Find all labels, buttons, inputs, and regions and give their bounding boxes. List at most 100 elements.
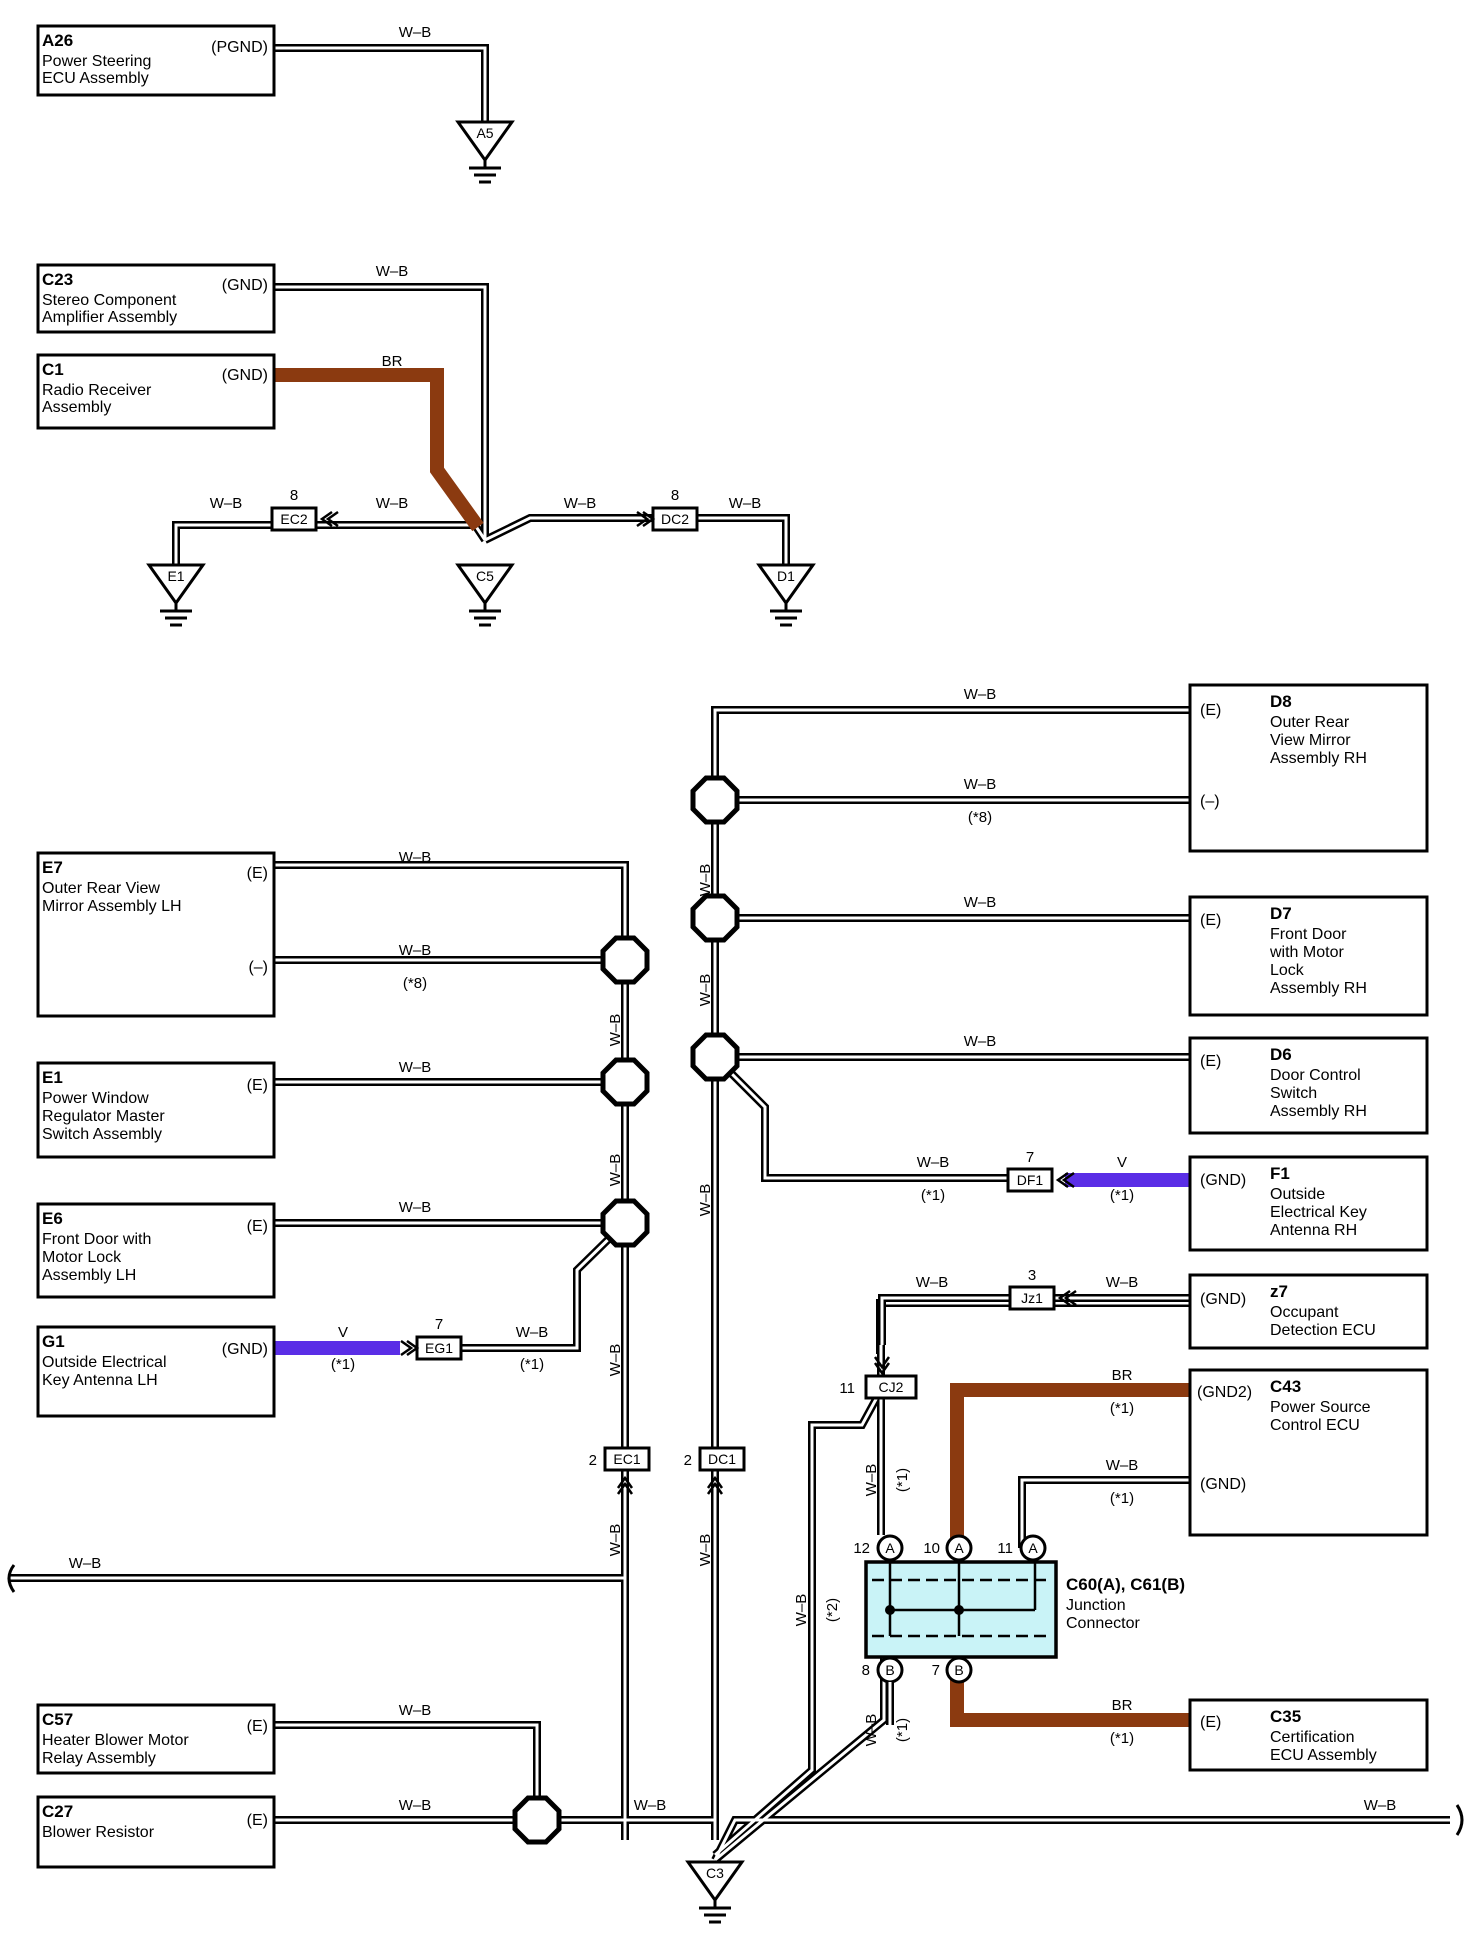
svg-text:D8: D8 [1270, 692, 1292, 711]
svg-text:Front Door with: Front Door with [42, 1231, 151, 1248]
svg-text:W–B: W–B [917, 1154, 950, 1171]
svg-text:8: 8 [290, 487, 298, 504]
svg-text:DF1: DF1 [1017, 1172, 1044, 1188]
svg-text:W–B: W–B [964, 894, 997, 911]
svg-text:with Motor: with Motor [1269, 944, 1344, 961]
ground-c5: C5 [456, 563, 514, 627]
svg-text:W–B: W–B [964, 1033, 997, 1050]
svg-text:12: 12 [853, 1540, 870, 1557]
svg-text:BR: BR [382, 353, 403, 370]
svg-text:(E): (E) [247, 1718, 268, 1735]
svg-text:EC1: EC1 [613, 1451, 640, 1467]
svg-text:Assembly RH: Assembly RH [1270, 750, 1367, 767]
svg-text:A5: A5 [476, 125, 493, 141]
component-c23: C23 Stereo Component Amplifier Assembly … [36, 263, 276, 334]
component-e1: E1 Power Window Regulator Master Switch … [36, 1061, 276, 1159]
svg-text:Junction: Junction [1066, 1597, 1126, 1614]
svg-text:C60(A), C61(B): C60(A), C61(B) [1066, 1575, 1185, 1594]
svg-text:W–B: W–B [399, 849, 432, 866]
svg-text:11: 11 [839, 1380, 855, 1397]
svg-text:W–B: W–B [697, 864, 714, 897]
svg-text:(*1): (*1) [1110, 1400, 1134, 1417]
svg-text:E6: E6 [42, 1209, 63, 1228]
svg-text:Blower Resistor: Blower Resistor [42, 1824, 155, 1841]
svg-text:W–B: W–B [399, 1702, 432, 1719]
svg-text:Power Window: Power Window [42, 1090, 149, 1107]
svg-text:Relay Assembly: Relay Assembly [42, 1750, 156, 1767]
svg-text:W–B: W–B [863, 1464, 880, 1497]
svg-text:(*1): (*1) [894, 1468, 911, 1492]
svg-text:W–B: W–B [399, 1199, 432, 1216]
svg-text:(E): (E) [247, 1077, 268, 1094]
svg-text:Door Control: Door Control [1270, 1067, 1361, 1084]
svg-text:Assembly RH: Assembly RH [1270, 980, 1367, 997]
component-z7: z7 Occupant Detection ECU (GND) [1188, 1273, 1429, 1350]
svg-text:W–B: W–B [399, 24, 432, 41]
svg-text:(*1): (*1) [520, 1356, 544, 1373]
svg-text:(GND): (GND) [222, 277, 268, 294]
svg-text:W–B: W–B [697, 974, 714, 1007]
svg-text:(E): (E) [247, 1812, 268, 1829]
svg-text:C23: C23 [42, 270, 73, 289]
svg-text:W–B: W–B [376, 263, 409, 280]
svg-text:7: 7 [932, 1662, 940, 1679]
svg-text:Outer Rear: Outer Rear [1270, 714, 1350, 731]
svg-text:(–): (–) [248, 959, 268, 976]
svg-text:(E): (E) [247, 1218, 268, 1235]
ground-c3: C3 [686, 1860, 744, 1924]
svg-text:W–B: W–B [793, 1594, 810, 1627]
junction-pin-10: A 10 [923, 1534, 973, 1562]
svg-text:(GND): (GND) [1200, 1476, 1246, 1493]
junction-pin-11: A 11 [997, 1534, 1047, 1562]
svg-text:W–B: W–B [399, 1797, 432, 1814]
svg-text:View Mirror: View Mirror [1270, 732, 1351, 749]
svg-text:Antenna RH: Antenna RH [1270, 1222, 1357, 1239]
svg-text:Key Antenna LH: Key Antenna LH [42, 1372, 158, 1389]
svg-text:C43: C43 [1270, 1377, 1301, 1396]
svg-text:A: A [885, 1540, 895, 1556]
svg-text:W–B: W–B [964, 776, 997, 793]
svg-text:G1: G1 [42, 1332, 65, 1351]
svg-text:W–B: W–B [399, 1059, 432, 1076]
svg-text:7: 7 [435, 1316, 443, 1333]
connector-jz1: Jz1 3 [1008, 1267, 1077, 1311]
svg-text:3: 3 [1028, 1267, 1036, 1284]
wire-labels: W–B W–B BR W–B W–B W–B W–B W–B W–B (*8) … [69, 24, 1397, 1814]
svg-text:Heater Blower Motor: Heater Blower Motor [42, 1732, 189, 1749]
svg-text:W–B: W–B [863, 1714, 880, 1747]
svg-text:(GND2): (GND2) [1197, 1384, 1252, 1401]
svg-text:F1: F1 [1270, 1164, 1290, 1183]
svg-text:C27: C27 [42, 1802, 73, 1821]
svg-text:A26: A26 [42, 31, 73, 50]
svg-text:Assembly LH: Assembly LH [42, 1267, 136, 1284]
svg-text:C35: C35 [1270, 1707, 1301, 1726]
connector-eg1: EG1 7 [400, 1316, 463, 1361]
svg-text:D7: D7 [1270, 904, 1292, 923]
svg-text:CJ2: CJ2 [879, 1379, 904, 1395]
svg-text:W–B: W–B [69, 1555, 102, 1572]
component-d6: D6 Door Control Switch Assembly RH (E) [1188, 1036, 1429, 1135]
svg-text:(E): (E) [1200, 1714, 1221, 1731]
svg-text:(E): (E) [1200, 1053, 1221, 1070]
svg-text:(*2): (*2) [824, 1598, 841, 1622]
component-c43: C43 Power Source Control ECU (GND2) (GND… [1188, 1368, 1429, 1537]
svg-text:(E): (E) [1200, 912, 1221, 929]
junction-pin-12: A 12 [853, 1534, 904, 1562]
svg-text:E1: E1 [42, 1068, 63, 1087]
svg-text:V: V [1117, 1154, 1127, 1171]
svg-text:D1: D1 [777, 568, 795, 584]
component-c57: C57 Heater Blower Motor Relay Assembly (… [36, 1703, 276, 1775]
svg-text:Regulator Master: Regulator Master [42, 1108, 165, 1125]
ground-e1: E1 [147, 563, 205, 627]
svg-text:Radio Receiver: Radio Receiver [42, 382, 152, 399]
svg-text:(GND): (GND) [1200, 1172, 1246, 1189]
svg-text:Assembly: Assembly [42, 399, 111, 416]
junction-connector: C60(A), C61(B) Junction Connector [864, 1560, 1185, 1659]
svg-text:B: B [885, 1662, 894, 1678]
svg-text:2: 2 [589, 1452, 597, 1469]
svg-text:B: B [954, 1662, 963, 1678]
svg-text:A: A [1028, 1540, 1038, 1556]
svg-text:10: 10 [923, 1540, 940, 1557]
svg-text:W–B: W–B [697, 1534, 714, 1567]
